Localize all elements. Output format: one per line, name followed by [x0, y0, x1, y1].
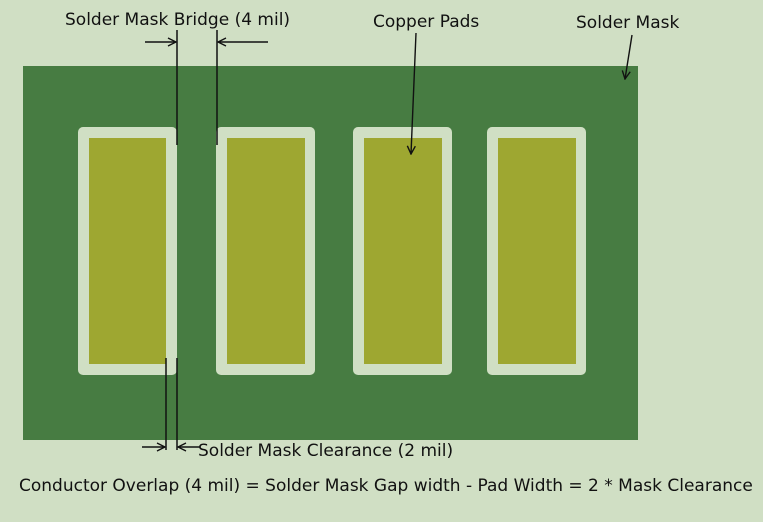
- pad-3-copper: [364, 138, 442, 364]
- pad-4-copper: [498, 138, 576, 364]
- solder-mask-bridge-label: Solder Mask Bridge (4 mil): [65, 10, 291, 30]
- copper-pads-arrow: [411, 32, 417, 154]
- copper-pads-label: Copper Pads: [373, 12, 480, 32]
- solder-mask-clearance-label: Solder Mask Clearance (2 mil): [198, 441, 454, 461]
- solder-mask-label: Solder Mask: [576, 13, 680, 33]
- formula-text: Conductor Overlap (4 mil) = Solder Mask …: [19, 476, 753, 496]
- pad-1-copper: [89, 138, 166, 364]
- pad-2-copper: [227, 138, 305, 364]
- solder-mask-arrow: [625, 34, 633, 79]
